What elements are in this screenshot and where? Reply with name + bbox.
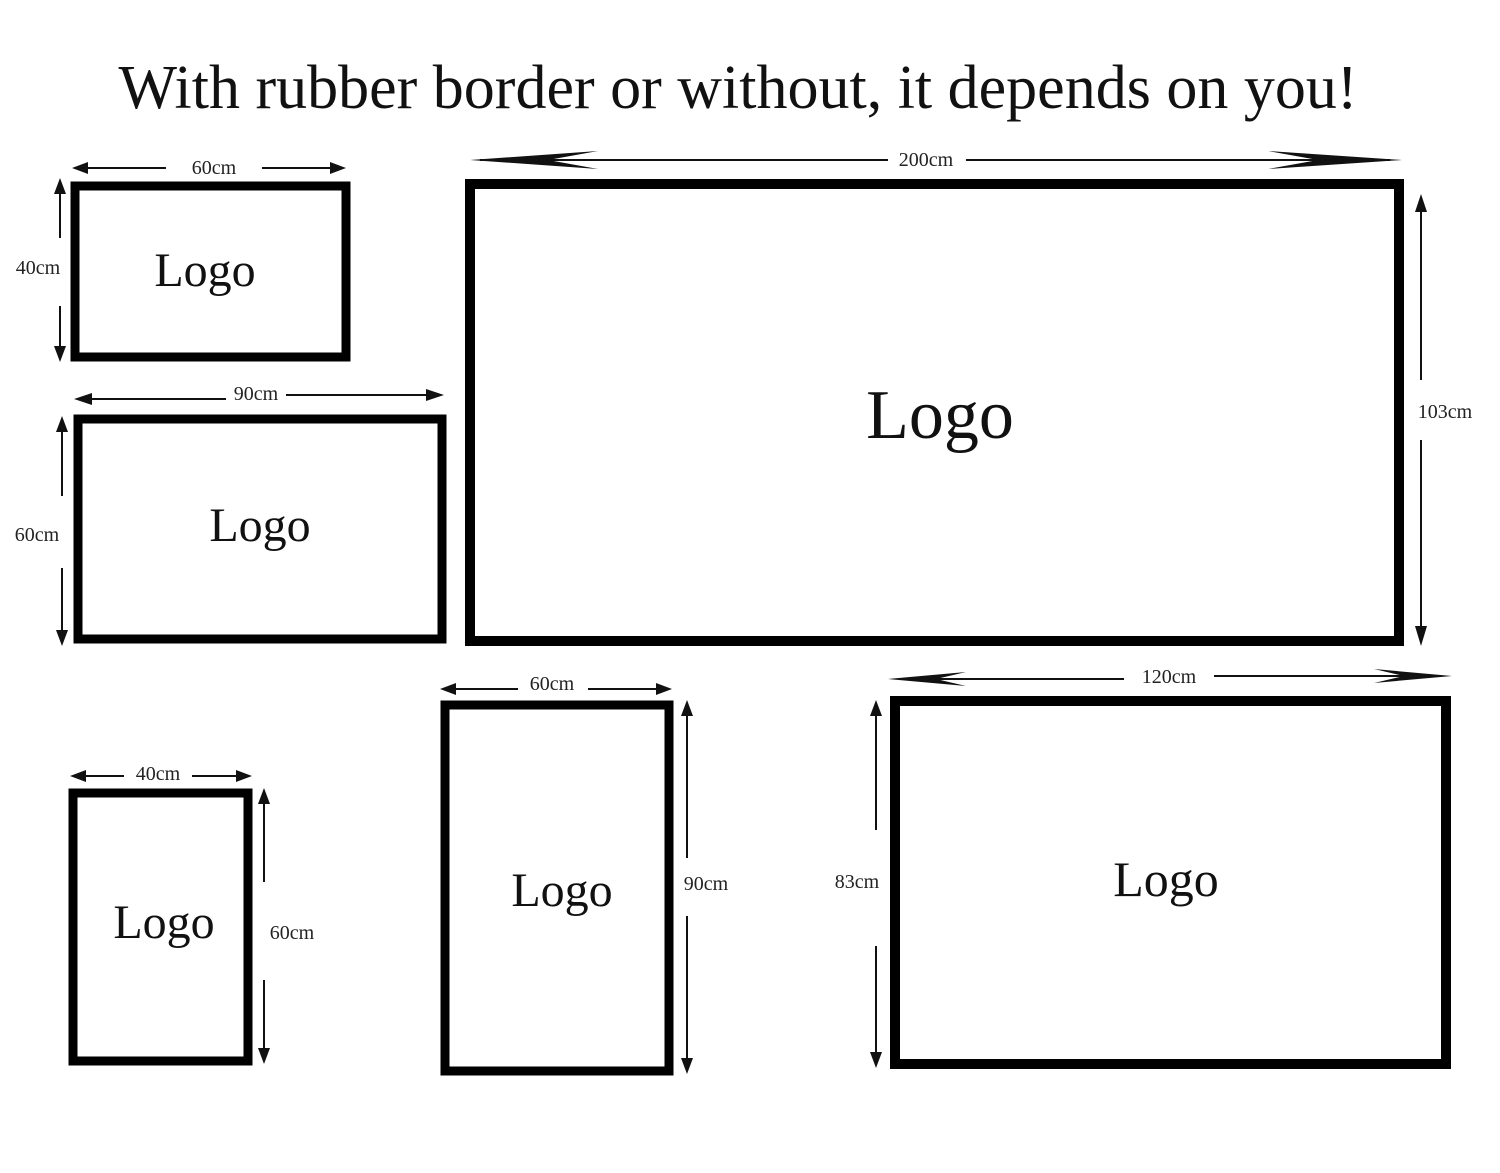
frame-60x90: Logo 60cm 90cm: [440, 673, 729, 1076]
width-dimension: 120cm: [888, 666, 1452, 688]
height-label: 103cm: [1418, 401, 1473, 423]
frame-border: [70, 181, 351, 362]
height-dimension: 83cm: [835, 700, 882, 1068]
width-dimension: 60cm: [72, 157, 346, 179]
frame-border: [440, 700, 674, 1076]
frame-120x83: Logo 120cm 83cm: [835, 666, 1452, 1069]
width-label: 200cm: [899, 149, 954, 171]
frame-90x60: Logo 90cm 60cm: [15, 383, 447, 646]
height-label: 40cm: [16, 257, 61, 279]
logo-placeholder: Logo: [866, 377, 1014, 454]
width-label: 60cm: [530, 673, 575, 695]
frame-40x60: Logo 40cm 60cm: [68, 763, 315, 1066]
width-dimension: 90cm: [74, 383, 444, 405]
width-label: 60cm: [192, 157, 237, 179]
height-label: 60cm: [270, 922, 315, 944]
frame-border: [890, 696, 1451, 1069]
height-dimension: 40cm: [16, 178, 66, 362]
frame-border: [68, 788, 253, 1066]
logo-placeholder: Logo: [511, 864, 612, 917]
width-dimension: 200cm: [470, 149, 1402, 171]
frame-border: [465, 179, 1404, 646]
width-dimension: 40cm: [70, 763, 252, 785]
logo-placeholder: Logo: [209, 499, 310, 552]
frame-60x40: Logo 60cm 40cm: [16, 157, 351, 362]
frame-border: [73, 414, 447, 644]
page-title: With rubber border or without, it depend…: [119, 54, 1358, 122]
height-dimension: 60cm: [258, 788, 315, 1064]
height-dimension: 103cm: [1415, 194, 1473, 646]
width-dimension: 60cm: [440, 673, 672, 695]
logo-placeholder: Logo: [154, 244, 255, 297]
height-dimension: 90cm: [681, 700, 729, 1074]
width-label: 40cm: [136, 763, 181, 785]
height-label: 60cm: [15, 524, 60, 546]
width-label: 120cm: [1142, 666, 1197, 688]
height-label: 83cm: [835, 871, 880, 893]
height-dimension: 60cm: [15, 416, 68, 646]
width-label: 90cm: [234, 383, 279, 405]
logo-placeholder: Logo: [113, 896, 214, 949]
frame-200x103: Logo 200cm 103cm: [465, 149, 1473, 646]
height-label: 90cm: [684, 873, 729, 895]
logo-placeholder: Logo: [1113, 851, 1219, 907]
